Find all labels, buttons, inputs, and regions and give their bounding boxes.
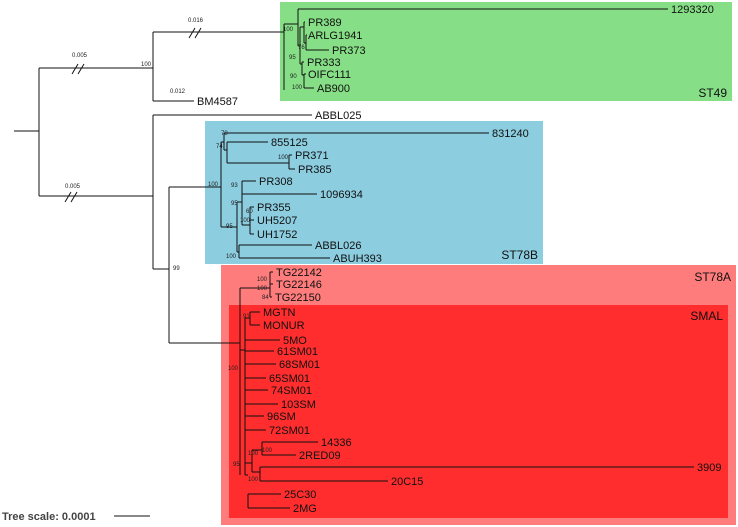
leaf-label: UH5207 xyxy=(257,215,297,227)
support-value: 100 xyxy=(292,85,303,91)
branch-length-label: 0.012 xyxy=(170,89,186,95)
support-value: 100 xyxy=(278,155,289,161)
leaf-label: ARLG1941 xyxy=(308,30,362,42)
support-value: 100 xyxy=(257,277,268,283)
leaf-label: PR371 xyxy=(295,150,329,162)
support-value: 76 xyxy=(298,45,305,51)
clade-label-smal: SMAL xyxy=(690,309,723,323)
leaf-label: BM4587 xyxy=(197,96,238,108)
leaf-label: 1293320 xyxy=(671,4,714,16)
support-value: 100 xyxy=(283,27,294,33)
support-value: 95 xyxy=(289,55,296,61)
support-value: 91 xyxy=(243,314,250,320)
support-value: 100 xyxy=(240,218,251,224)
leaf-label: ABBL025 xyxy=(315,110,361,122)
support-value: 93 xyxy=(231,183,238,189)
support-value: 99 xyxy=(173,266,180,272)
leaf-label: 65SM01 xyxy=(269,373,310,385)
support-value: 100 xyxy=(248,451,259,457)
leaf-label: 103SM xyxy=(281,399,316,411)
support-value: 100 xyxy=(226,254,237,260)
leaf-label: 2RED09 xyxy=(299,450,341,462)
support-value: 74 xyxy=(216,144,223,150)
leaf-label: ABUH393 xyxy=(333,253,382,265)
leaf-label: PR373 xyxy=(332,45,366,57)
leaf-label: 61SM01 xyxy=(277,346,318,358)
leaf-label: PR389 xyxy=(308,17,342,29)
leaf-label: AB900 xyxy=(317,83,350,95)
support-value: 100 xyxy=(257,286,268,292)
leaf-label: PR308 xyxy=(259,176,293,188)
leaf-label: ABBL026 xyxy=(315,240,361,252)
leaf-label: 5MO xyxy=(283,335,307,347)
leaf-label: 74SM01 xyxy=(271,385,312,397)
branch-length-label: 0.005 xyxy=(72,53,88,59)
support-value: 100 xyxy=(248,477,259,483)
support-value: 78 xyxy=(221,131,228,137)
support-value: 100 xyxy=(262,448,273,454)
leaf-label: 96SM xyxy=(267,411,296,423)
branch-length-label: 0.016 xyxy=(188,18,204,24)
support-value: 90 xyxy=(290,74,297,80)
clade-label-st78a: ST78A xyxy=(694,270,731,284)
leaf-label: 2MG xyxy=(293,503,317,515)
leaf-label: MONUR xyxy=(263,320,305,332)
clade-box-st78b xyxy=(205,121,543,264)
support-value: 95 xyxy=(233,462,240,468)
leaf-label: 831240 xyxy=(492,128,529,140)
leaf-label: 20C15 xyxy=(391,476,423,488)
tree-branches xyxy=(14,8,694,517)
leaf-label: OIFC111 xyxy=(308,69,351,81)
leaf-label: 14336 xyxy=(321,437,352,449)
leaf-label: 855125 xyxy=(271,137,308,149)
branch-length-label: 0.005 xyxy=(65,184,81,190)
leaf-label: TG22150 xyxy=(275,292,321,304)
clade-box-smal xyxy=(229,305,728,518)
leaf-label: MGTN xyxy=(263,307,295,319)
leaf-label: TG22142 xyxy=(276,267,322,279)
leaf-label: 1096934 xyxy=(320,189,363,201)
leaf-label: 3909 xyxy=(697,462,721,474)
leaf-label: PR385 xyxy=(298,164,332,176)
leaf-labels: 1293320 PR389 ARLG1941 PR373 PR333 OIFC1… xyxy=(197,4,721,515)
leaf-label: PR355 xyxy=(257,202,291,214)
support-value: 95 xyxy=(231,201,238,207)
clade-box-st49 xyxy=(280,2,732,101)
tree-scale-label: Tree scale: 0.0001 xyxy=(2,511,96,523)
support-value: 100 xyxy=(141,62,152,68)
leaf-label: 72SM01 xyxy=(269,425,310,437)
support-value: 100 xyxy=(228,366,239,372)
leaf-label: UH1752 xyxy=(257,229,297,241)
clade-label-st78b: ST78B xyxy=(501,248,538,262)
support-value: 95 xyxy=(226,224,233,230)
leaf-label: 68SM01 xyxy=(279,359,320,371)
clade-label-st49: ST49 xyxy=(698,86,727,100)
leaf-label: 25C30 xyxy=(284,489,316,501)
support-values: 0.016 100 0.005 100 76 95 90 100 0.012 0… xyxy=(65,18,305,483)
support-value: 84 xyxy=(262,295,269,301)
leaf-label: PR333 xyxy=(307,57,341,69)
support-value: 100 xyxy=(208,182,219,188)
support-value: 60 xyxy=(246,209,253,215)
leaf-label: TG22146 xyxy=(276,279,322,291)
